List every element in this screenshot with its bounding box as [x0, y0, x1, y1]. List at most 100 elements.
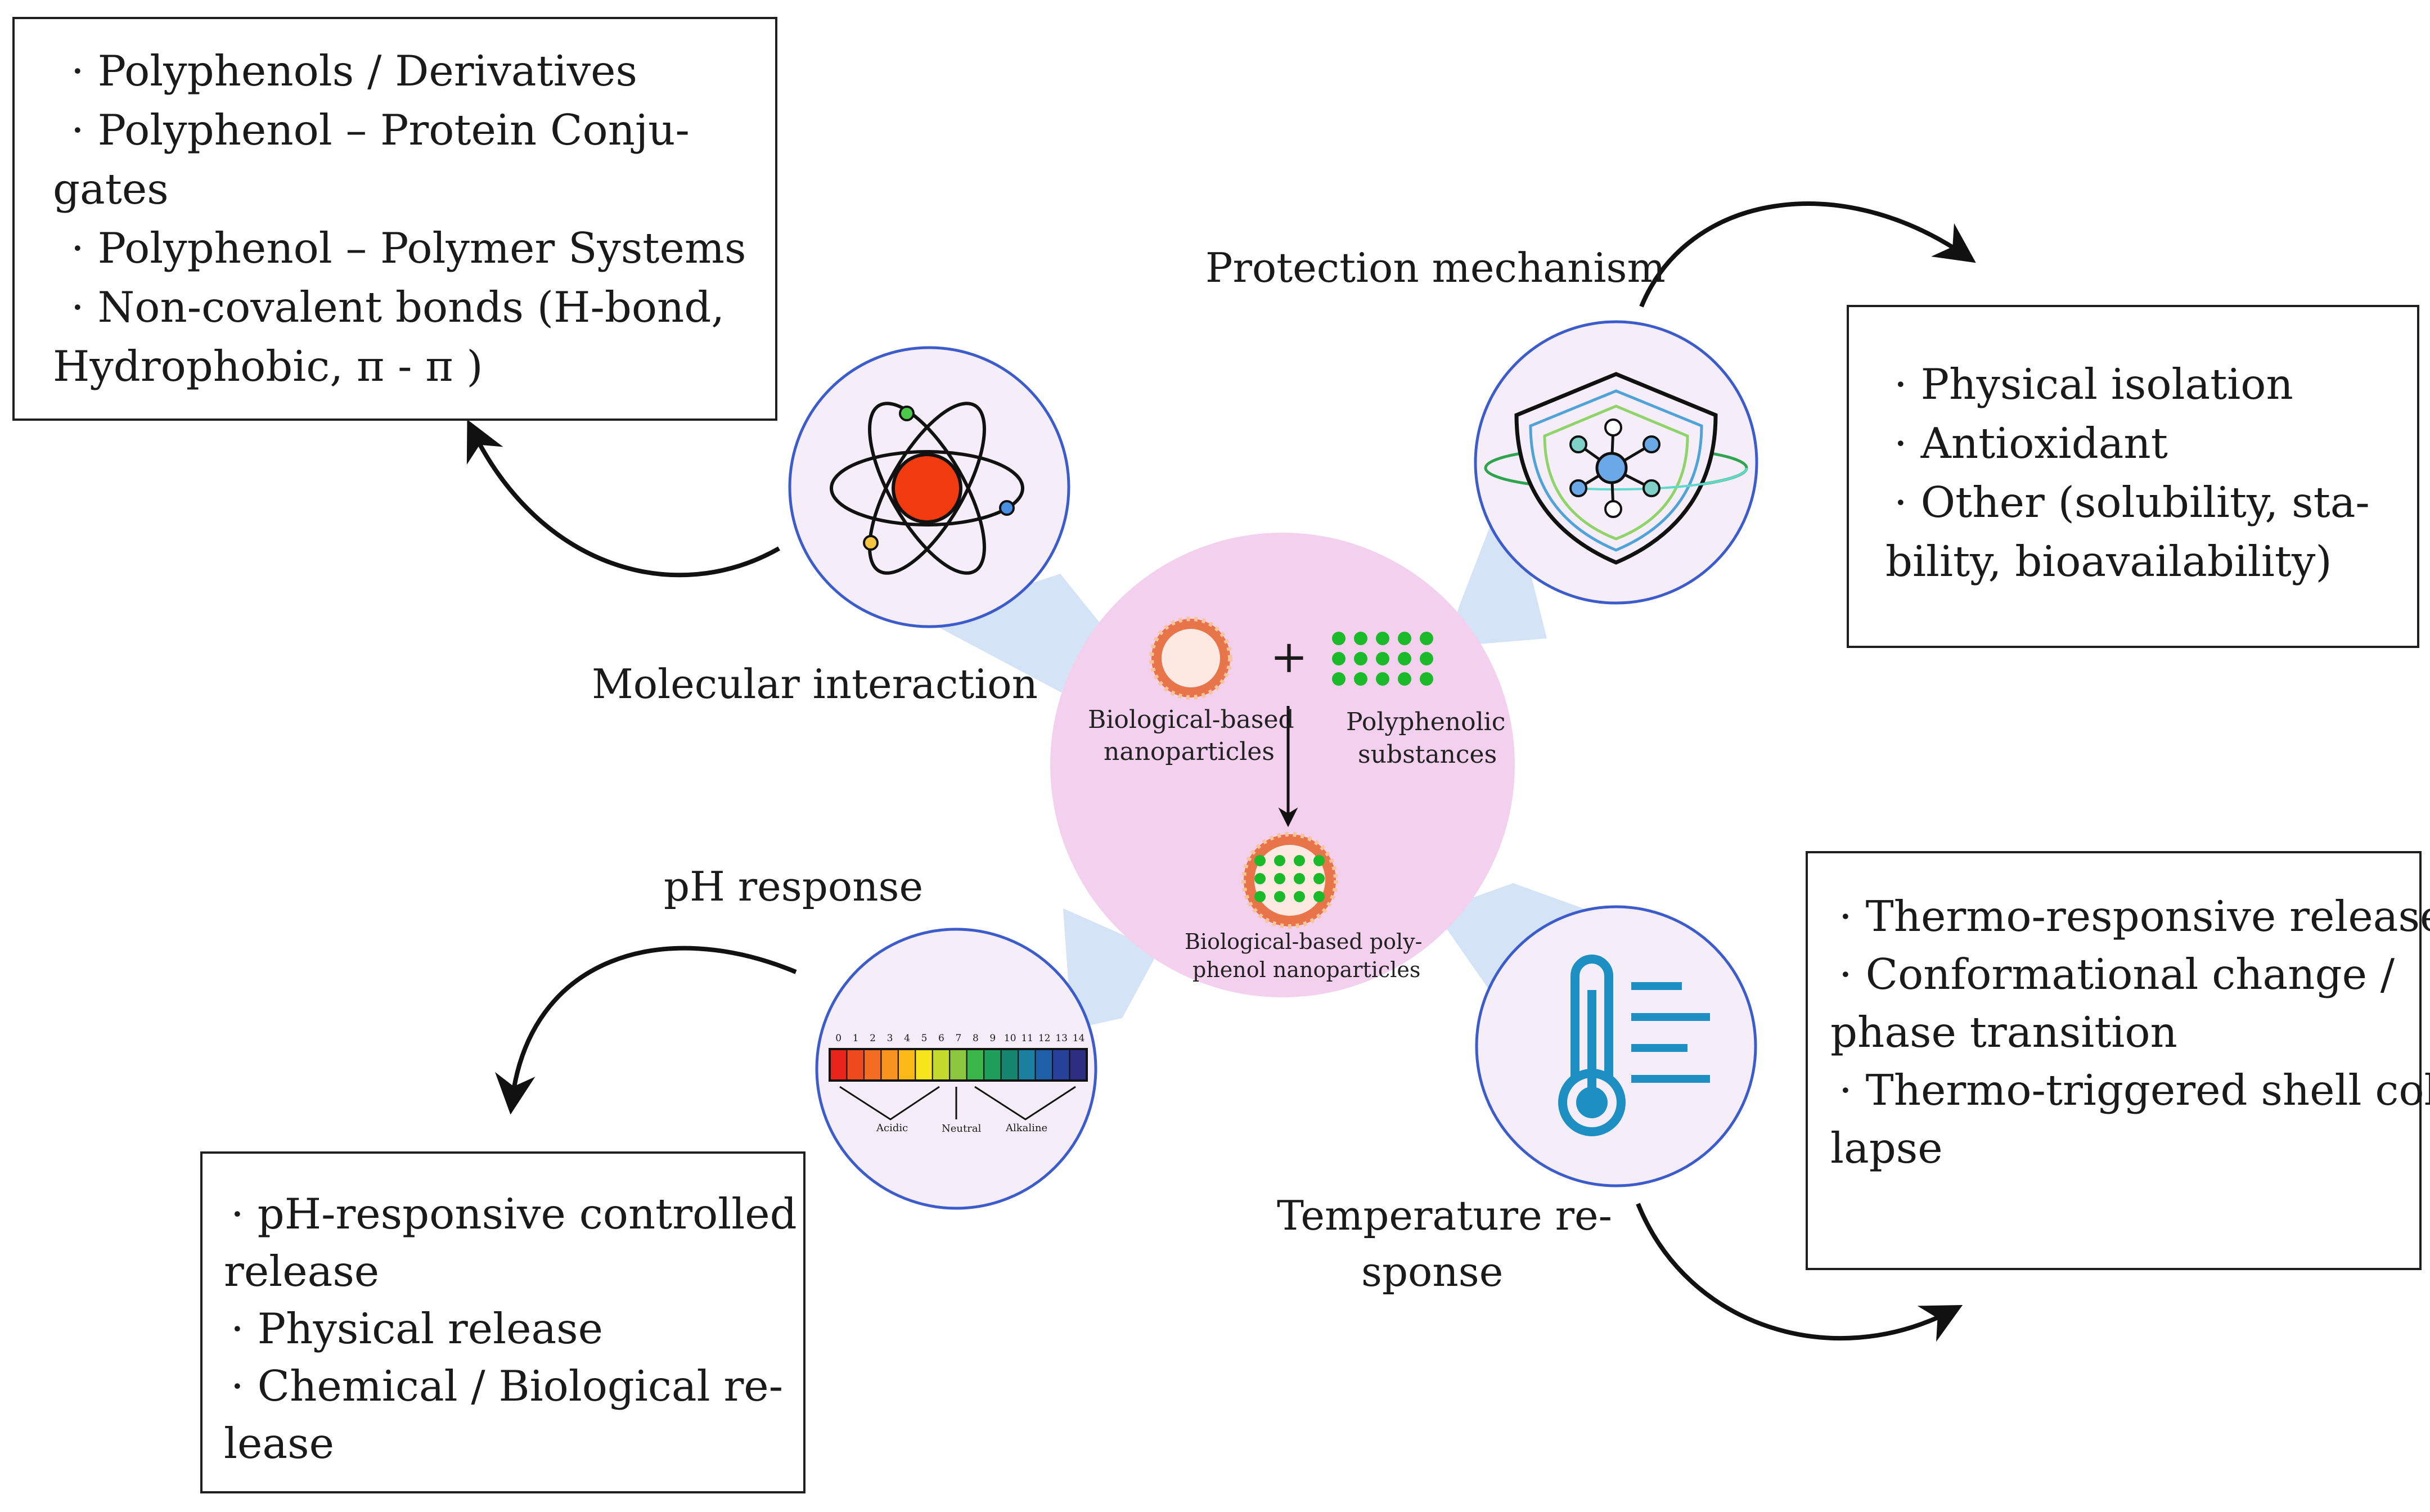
- temperature-line-1: · Thermo-responsive release: [1839, 892, 2430, 941]
- protection-line-1: · Physical isolation: [1894, 359, 2293, 409]
- ph-scale-segment: [829, 1048, 848, 1081]
- ph-line-2: release: [224, 1246, 380, 1296]
- ph-scale-segment: [915, 1048, 933, 1081]
- polyphenol-dot: [1274, 873, 1285, 884]
- ph-scale-number: 8: [972, 1033, 979, 1044]
- ph-scale-number: 14: [1072, 1033, 1085, 1044]
- ph-scale-number: 2: [870, 1033, 876, 1044]
- ph-scale-number: 5: [921, 1033, 928, 1044]
- polyphenol-dot: [1354, 652, 1367, 665]
- polyphenol-dot: [1376, 652, 1389, 665]
- ph-scale-number: 12: [1038, 1033, 1051, 1044]
- polyphenolic-label-1: Polyphenolic: [1346, 708, 1506, 736]
- polyphenol-dot: [1313, 891, 1325, 902]
- atom-icon: [830, 402, 1024, 575]
- molecular-line-4: · Polyphenol – Polymer Systems: [71, 223, 746, 273]
- molecular-line-2: · Polyphenol – Protein Conju-: [71, 105, 690, 155]
- ph-scale-number: 11: [1021, 1033, 1033, 1044]
- arrow-to-temperature-box: [1636, 1203, 1963, 1342]
- product-label-1: Biological-based poly-: [1185, 929, 1423, 954]
- ph-scale-segment: [932, 1048, 951, 1081]
- protection-box: · Physical isolation · Antioxidant · Oth…: [1847, 305, 2419, 648]
- thermometer-icon: [1558, 955, 1710, 1136]
- ph-scale-segment: [983, 1048, 1002, 1081]
- ph-box: · pH-responsive controlled release · Phy…: [200, 1151, 806, 1493]
- temperature-line-5: lapse: [1830, 1123, 1943, 1173]
- temperature-title-1: Temperature re-: [1277, 1192, 1612, 1239]
- ph-scale-number: 4: [904, 1033, 910, 1044]
- temperature-title-2: sponse: [1361, 1248, 1504, 1295]
- polyphenol-dot: [1294, 855, 1305, 866]
- ph-satellite: [815, 928, 1097, 1210]
- ph-line-1: · pH-responsive controlled: [231, 1189, 797, 1239]
- loaded-nanoparticle-icon: [1241, 832, 1338, 929]
- ph-scale-segment: [863, 1048, 882, 1081]
- polyphenolic-label-2: substances: [1358, 740, 1497, 769]
- ph-scale-frame: [829, 1048, 1088, 1082]
- ph-scale-segment: [949, 1048, 968, 1081]
- polyphenol-dot: [1332, 632, 1346, 645]
- protection-line-4: bility, bioavailability): [1886, 537, 2332, 586]
- arrow-to-protection-box: [1639, 201, 1976, 308]
- polyphenol-dot: [1376, 632, 1389, 645]
- protection-line-2: · Antioxidant: [1894, 418, 2168, 468]
- polyphenol-dots-icon: [1332, 632, 1433, 686]
- ph-scale-number: 3: [886, 1033, 893, 1044]
- ph-title: pH response: [664, 863, 924, 910]
- ph-scale-segment: [966, 1048, 985, 1081]
- polyphenol-dot: [1398, 632, 1411, 645]
- ph-scale-number: 0: [835, 1033, 842, 1044]
- ph-scale-brackets: [839, 1086, 1076, 1120]
- ph-scale-segment: [880, 1048, 899, 1081]
- polyphenol-dot: [1254, 873, 1266, 884]
- ph-scale-segment: [1069, 1048, 1087, 1081]
- polyphenol-dot: [1274, 891, 1285, 902]
- ph-scale-number: 1: [852, 1033, 859, 1044]
- ph-scale-number: 7: [955, 1033, 962, 1044]
- temperature-box: · Thermo-responsive release · Conformati…: [1806, 851, 2430, 1270]
- shield-icon: [1484, 372, 1748, 565]
- plus-sign: +: [1270, 631, 1308, 683]
- ph-scale-segment: [846, 1048, 865, 1081]
- ph-line-3: · Physical release: [231, 1304, 604, 1353]
- polyphenol-dot: [1254, 855, 1266, 866]
- polyphenol-dot: [1274, 855, 1285, 866]
- ph-scale-segment: [897, 1048, 916, 1081]
- temperature-satellite: [1475, 905, 1757, 1187]
- polyphenol-dot: [1294, 873, 1305, 884]
- polyphenol-dot: [1294, 891, 1305, 902]
- molecular-line-5: · Non-covalent bonds (H-bond,: [71, 282, 725, 332]
- nanoparticle-icon: [1149, 616, 1232, 700]
- ph-scale-number: 10: [1004, 1033, 1016, 1044]
- polyphenol-dot: [1376, 672, 1389, 686]
- polyphenol-dot: [1332, 652, 1346, 665]
- polyphenol-dot: [1420, 652, 1433, 665]
- ph-scale-segment: [1018, 1048, 1036, 1081]
- polyphenol-dot: [1313, 855, 1325, 866]
- protection-satellite: [1474, 320, 1758, 605]
- temperature-line-3: phase transition: [1830, 1007, 2177, 1057]
- molecular-satellite: [788, 346, 1070, 628]
- ph-scale-segment: [1034, 1048, 1054, 1081]
- ph-line-5: lease: [224, 1419, 334, 1468]
- protection-line-3: · Other (solubility, sta-: [1894, 478, 2370, 527]
- ph-scale-segment: [1000, 1048, 1019, 1081]
- polyphenol-dot: [1354, 672, 1367, 686]
- beam-ph: [1063, 908, 1159, 1029]
- arrow-to-molecular-box: [466, 419, 780, 578]
- molecular-line-3: gates: [53, 164, 169, 214]
- ph-label-alkaline: Alkaline: [1006, 1122, 1048, 1134]
- polyphenol-dot: [1420, 672, 1433, 686]
- molecular-title: Molecular interaction: [592, 660, 1038, 708]
- polyphenol-dot: [1420, 632, 1433, 645]
- polyphenol-dot: [1398, 652, 1411, 665]
- polyphenol-dot: [1254, 891, 1266, 902]
- ph-label-neutral: Neutral: [942, 1123, 982, 1135]
- ph-scale-segment: [1052, 1048, 1070, 1081]
- ph-scale-icon: [829, 1048, 1088, 1082]
- polyphenol-dot: [1398, 672, 1411, 686]
- molecular-line-6: Hydrophobic, π - π ): [53, 341, 483, 391]
- molecular-line-1: · Polyphenols / Derivatives: [71, 46, 638, 96]
